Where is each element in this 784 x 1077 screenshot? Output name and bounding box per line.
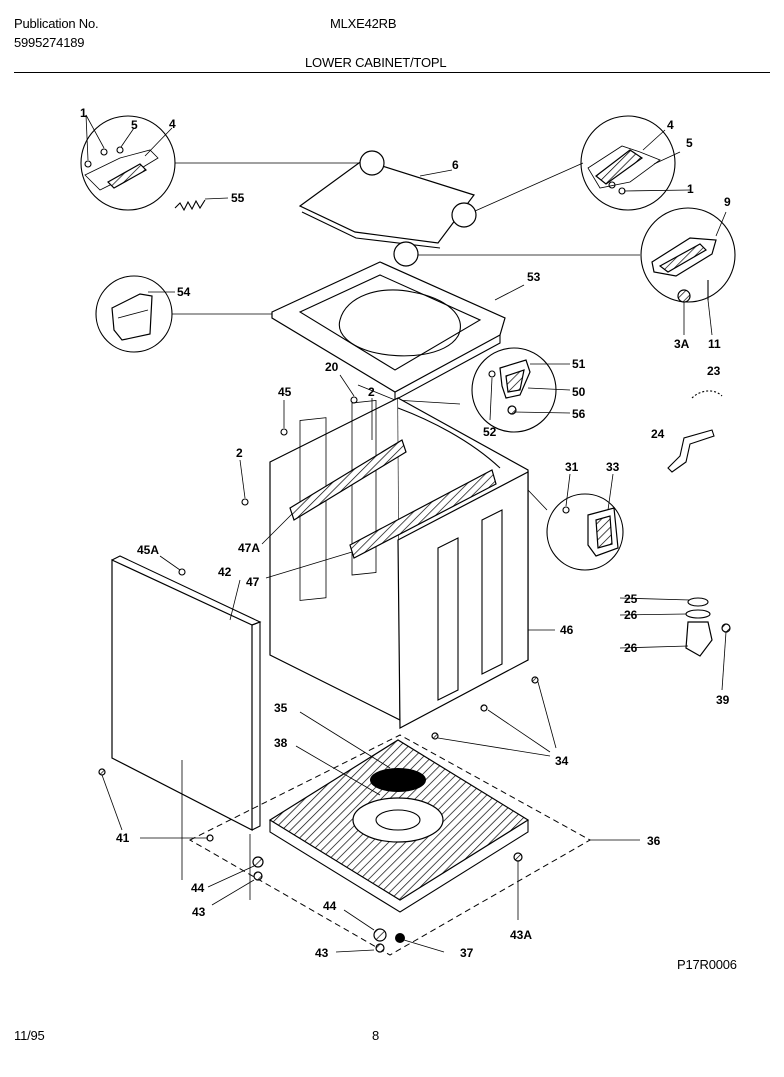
callout-1: 1 bbox=[687, 182, 694, 196]
callout-25: 25 bbox=[624, 592, 638, 606]
callout-4: 4 bbox=[169, 117, 176, 131]
callout-42: 42 bbox=[218, 565, 232, 579]
page-number: 8 bbox=[372, 1028, 380, 1043]
front-panel bbox=[111, 555, 262, 831]
callout-35: 35 bbox=[274, 701, 288, 715]
fasteners bbox=[98, 676, 640, 953]
callout-45: 45 bbox=[278, 385, 292, 399]
callout-47a: 47A bbox=[238, 541, 260, 555]
lid-spring bbox=[174, 199, 206, 212]
callout-47: 47 bbox=[246, 575, 260, 589]
callout-43a: 43A bbox=[510, 928, 532, 942]
callout-24: 24 bbox=[651, 427, 665, 441]
callout-4: 4 bbox=[667, 118, 674, 132]
publication-number: 5995274189 bbox=[14, 35, 85, 50]
callout-56: 56 bbox=[572, 407, 586, 421]
latch-detail bbox=[471, 347, 571, 433]
footer-date: 11/95 bbox=[14, 1028, 45, 1043]
callout-2: 2 bbox=[236, 446, 243, 460]
top-panel bbox=[271, 261, 525, 405]
figure-code: P17R0006 bbox=[677, 957, 737, 972]
callout-26: 26 bbox=[624, 608, 638, 622]
section-title: LOWER CABINET/TOPL bbox=[305, 55, 447, 70]
callout-38: 38 bbox=[274, 736, 288, 750]
callout-51: 51 bbox=[572, 357, 586, 371]
lid bbox=[298, 150, 477, 267]
callout-5: 5 bbox=[686, 136, 693, 150]
callout-43: 43 bbox=[315, 946, 329, 960]
callout-54: 54 bbox=[177, 285, 191, 299]
callout-46: 46 bbox=[560, 623, 574, 637]
callout-45a: 45A bbox=[137, 543, 159, 557]
callout-43: 43 bbox=[192, 905, 206, 919]
callout-3a: 3A bbox=[674, 337, 690, 351]
callout-50: 50 bbox=[572, 385, 586, 399]
right-side-panel bbox=[397, 471, 555, 729]
callout-31: 31 bbox=[565, 460, 579, 474]
callout-36: 36 bbox=[647, 834, 661, 848]
callout-52: 52 bbox=[483, 425, 497, 439]
callout-37: 37 bbox=[460, 946, 474, 960]
publication-label: Publication No. bbox=[14, 16, 99, 31]
header-rule bbox=[14, 72, 770, 73]
bracket-detail bbox=[527, 473, 624, 571]
callout-44: 44 bbox=[191, 881, 205, 895]
hinge-detail-left bbox=[80, 114, 176, 211]
callout-44: 44 bbox=[323, 899, 337, 913]
callout-34: 34 bbox=[555, 754, 569, 768]
hinge-detail-right bbox=[580, 115, 691, 211]
callout-26: 26 bbox=[624, 641, 638, 655]
base-pan bbox=[268, 739, 530, 913]
callout-1: 1 bbox=[80, 106, 87, 120]
hinge-detail-lower-right bbox=[640, 207, 736, 336]
callout-5: 5 bbox=[131, 118, 138, 132]
callout-23: 23 bbox=[707, 364, 721, 378]
callout-labels: 1 5 4 6 55 4 5 1 9 3A 11 54 53 51 50 56 … bbox=[80, 106, 731, 960]
callout-6: 6 bbox=[452, 158, 459, 172]
callout-55: 55 bbox=[231, 191, 245, 205]
callout-11: 11 bbox=[708, 337, 721, 351]
callout-39: 39 bbox=[716, 693, 730, 707]
leader-line bbox=[465, 162, 584, 216]
callout-33: 33 bbox=[606, 460, 620, 474]
model-number: MLXE42RB bbox=[330, 16, 397, 31]
callout-41: 41 bbox=[116, 831, 130, 845]
drain-hose-assembly bbox=[619, 390, 734, 691]
dispenser-detail bbox=[95, 275, 272, 353]
callout-53: 53 bbox=[527, 270, 541, 284]
callout-9: 9 bbox=[724, 195, 731, 209]
callout-2: 2 bbox=[368, 385, 375, 399]
callout-20: 20 bbox=[325, 360, 339, 374]
